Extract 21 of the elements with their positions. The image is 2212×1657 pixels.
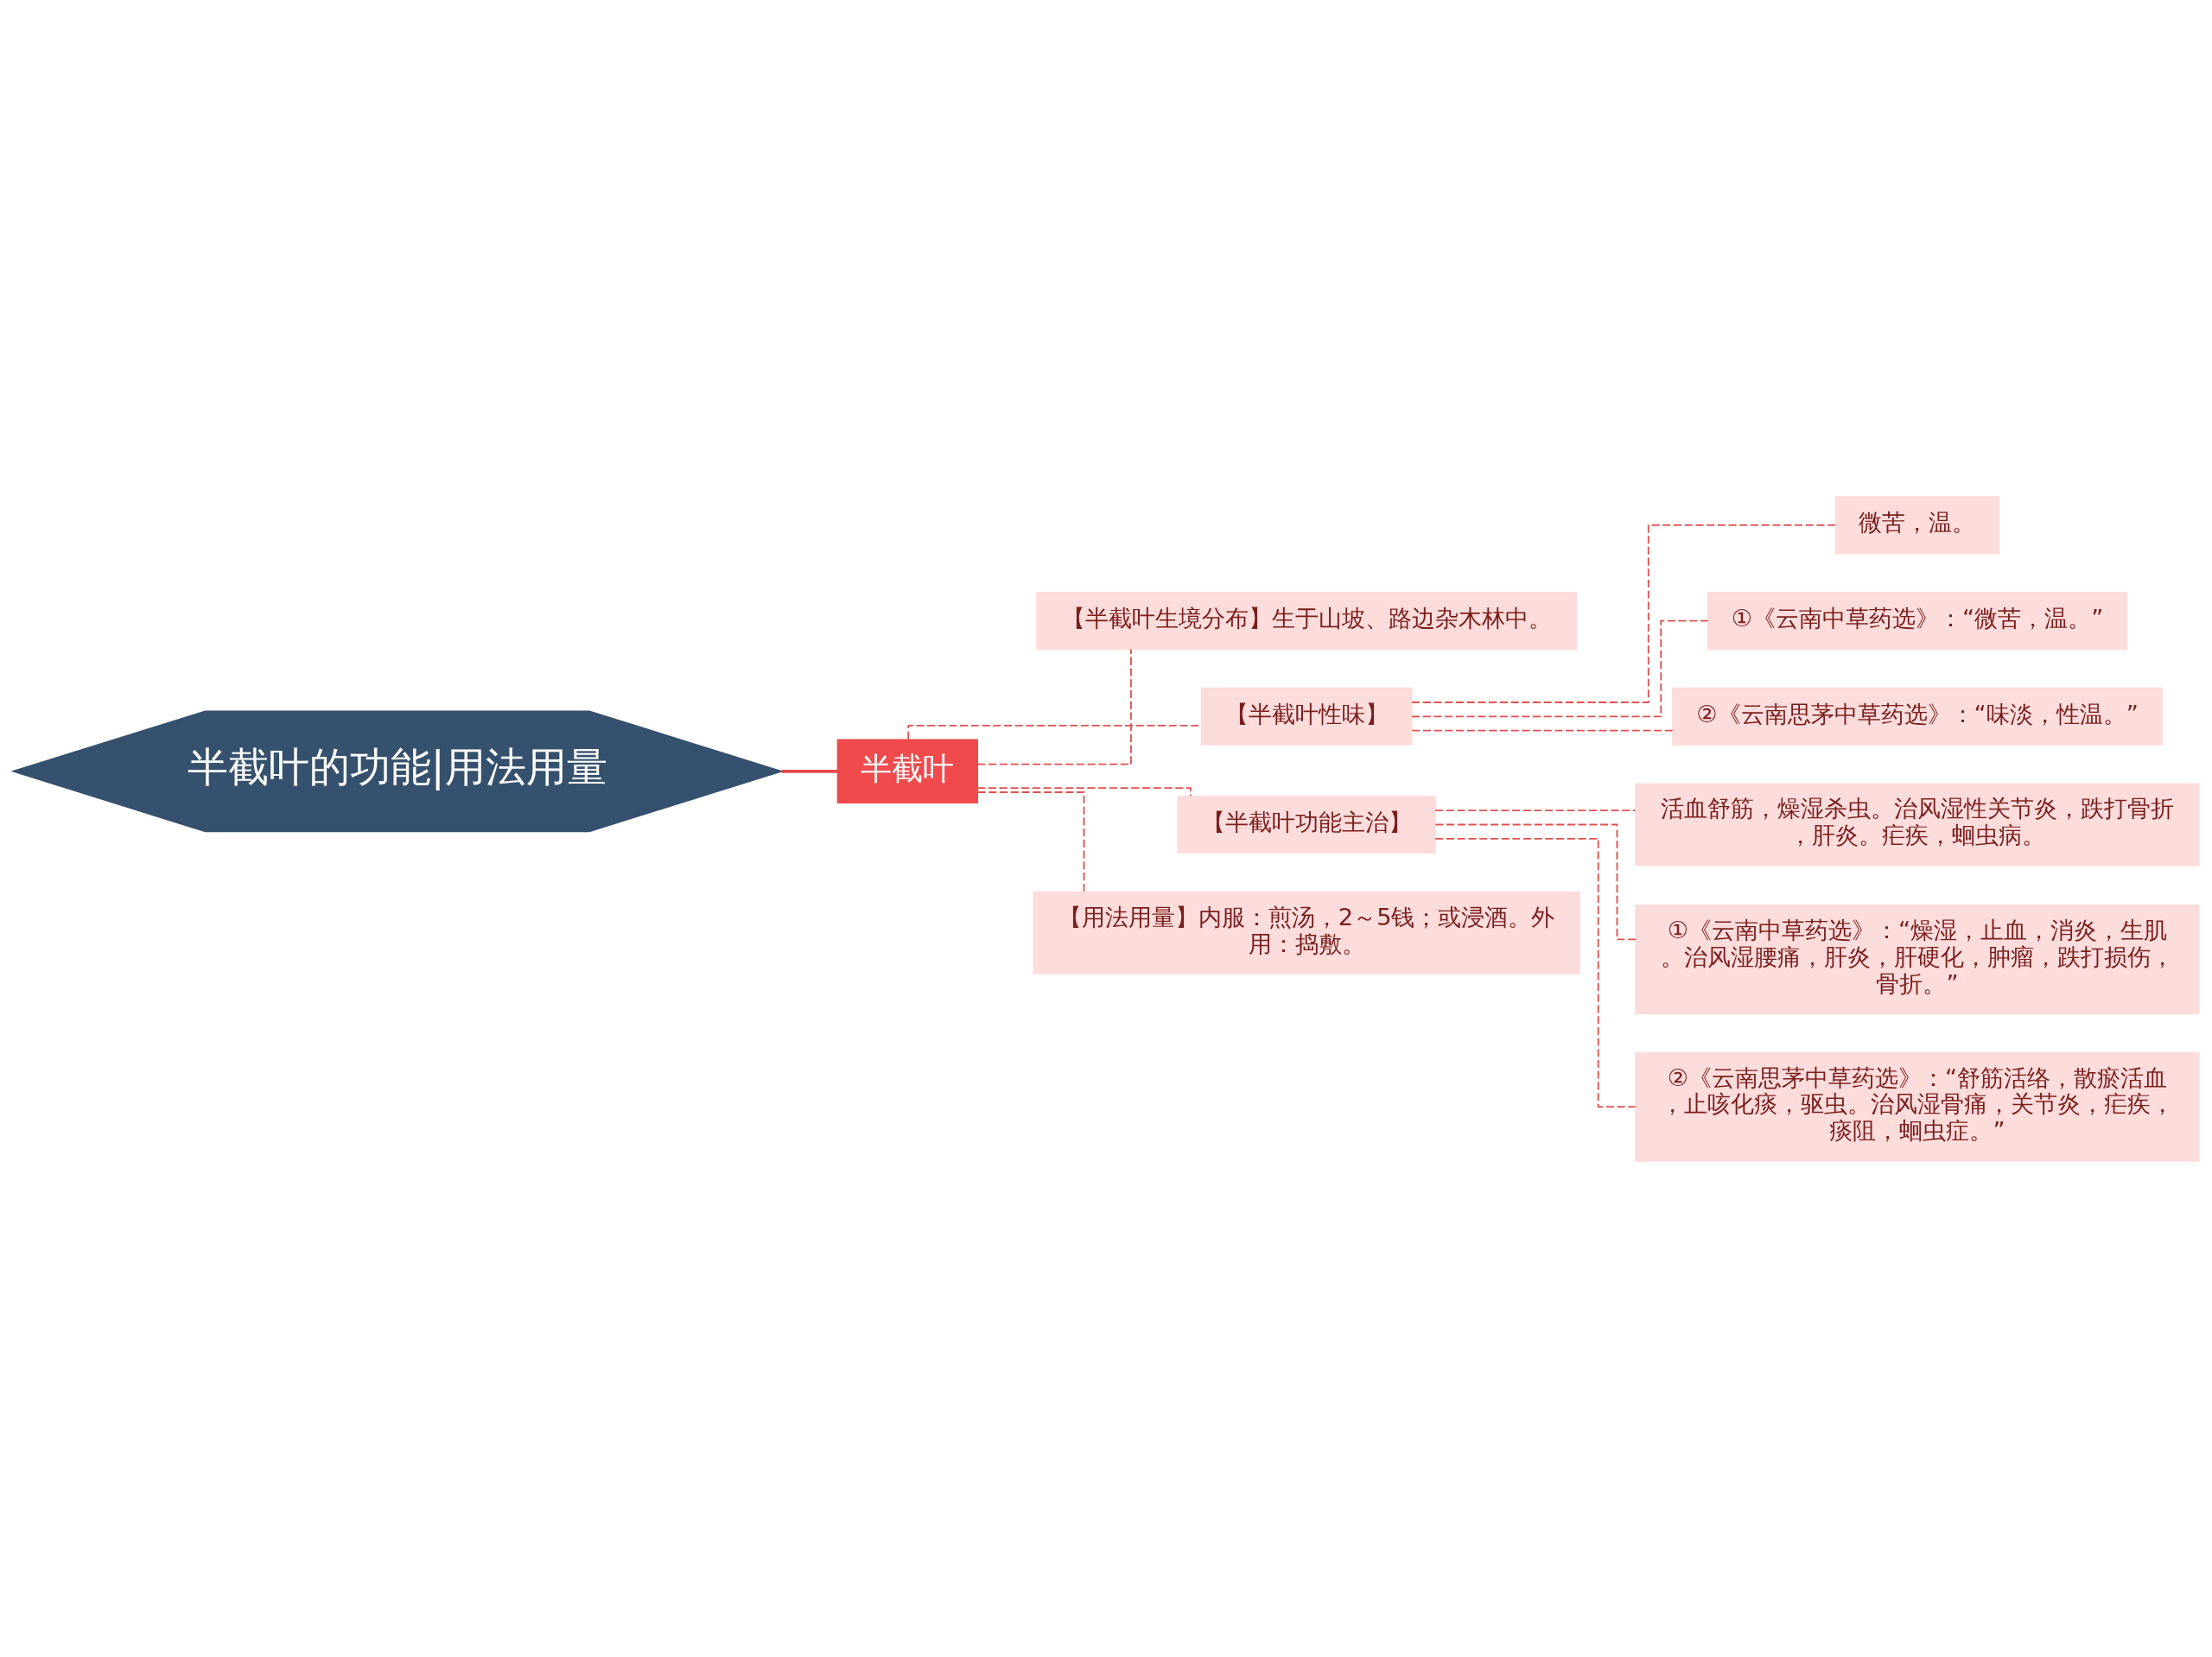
node-box: 【半截叶性味】 [1200, 687, 1413, 746]
node-box: ①《云南中草药选》：“微苦，温。” [1707, 591, 2128, 650]
connector [1434, 837, 1637, 1108]
connector [1434, 809, 1637, 811]
connector [781, 769, 838, 773]
node-box: 【半截叶生境分布】生于山坡、路边杂木林中。 [1036, 591, 1578, 650]
connector [976, 648, 1132, 765]
node-box: 【用法用量】内服：煎汤，2～5钱；或浸酒。外用：捣敷。 [1033, 891, 1580, 975]
connector [1434, 823, 1637, 940]
node-box: 微苦，温。 [1834, 495, 2000, 554]
connector [976, 790, 1085, 892]
connector [976, 786, 1192, 797]
node-box: 【半截叶功能主治】 [1177, 795, 1436, 854]
connector [1411, 524, 1836, 703]
connector [1411, 619, 1709, 717]
node-box: 活血舒筋，燥湿杀虫。治风湿性关节炎，跌打骨折，肝炎。疟疾，蛔虫病。 [1635, 782, 2200, 867]
node-box: ②《云南思茅中草药选》：“味淡，性温。” [1672, 687, 2163, 746]
node-box: ②《云南思茅中草药选》：“舒筋活络，散瘀活血，止咳化痰，驱虫。治风湿骨痛，关节炎，疟疾，痰阻，蛔虫症。” [1635, 1051, 2200, 1162]
node-box: ①《云南中草药选》：“燥湿，止血，消炎，生肌。治风湿腰痛，肝炎，肝硬化，肿瘤，跌打损伤，骨折。” [1635, 904, 2200, 1014]
node-box: 半截叶 [836, 739, 978, 803]
connector [1411, 729, 1674, 732]
